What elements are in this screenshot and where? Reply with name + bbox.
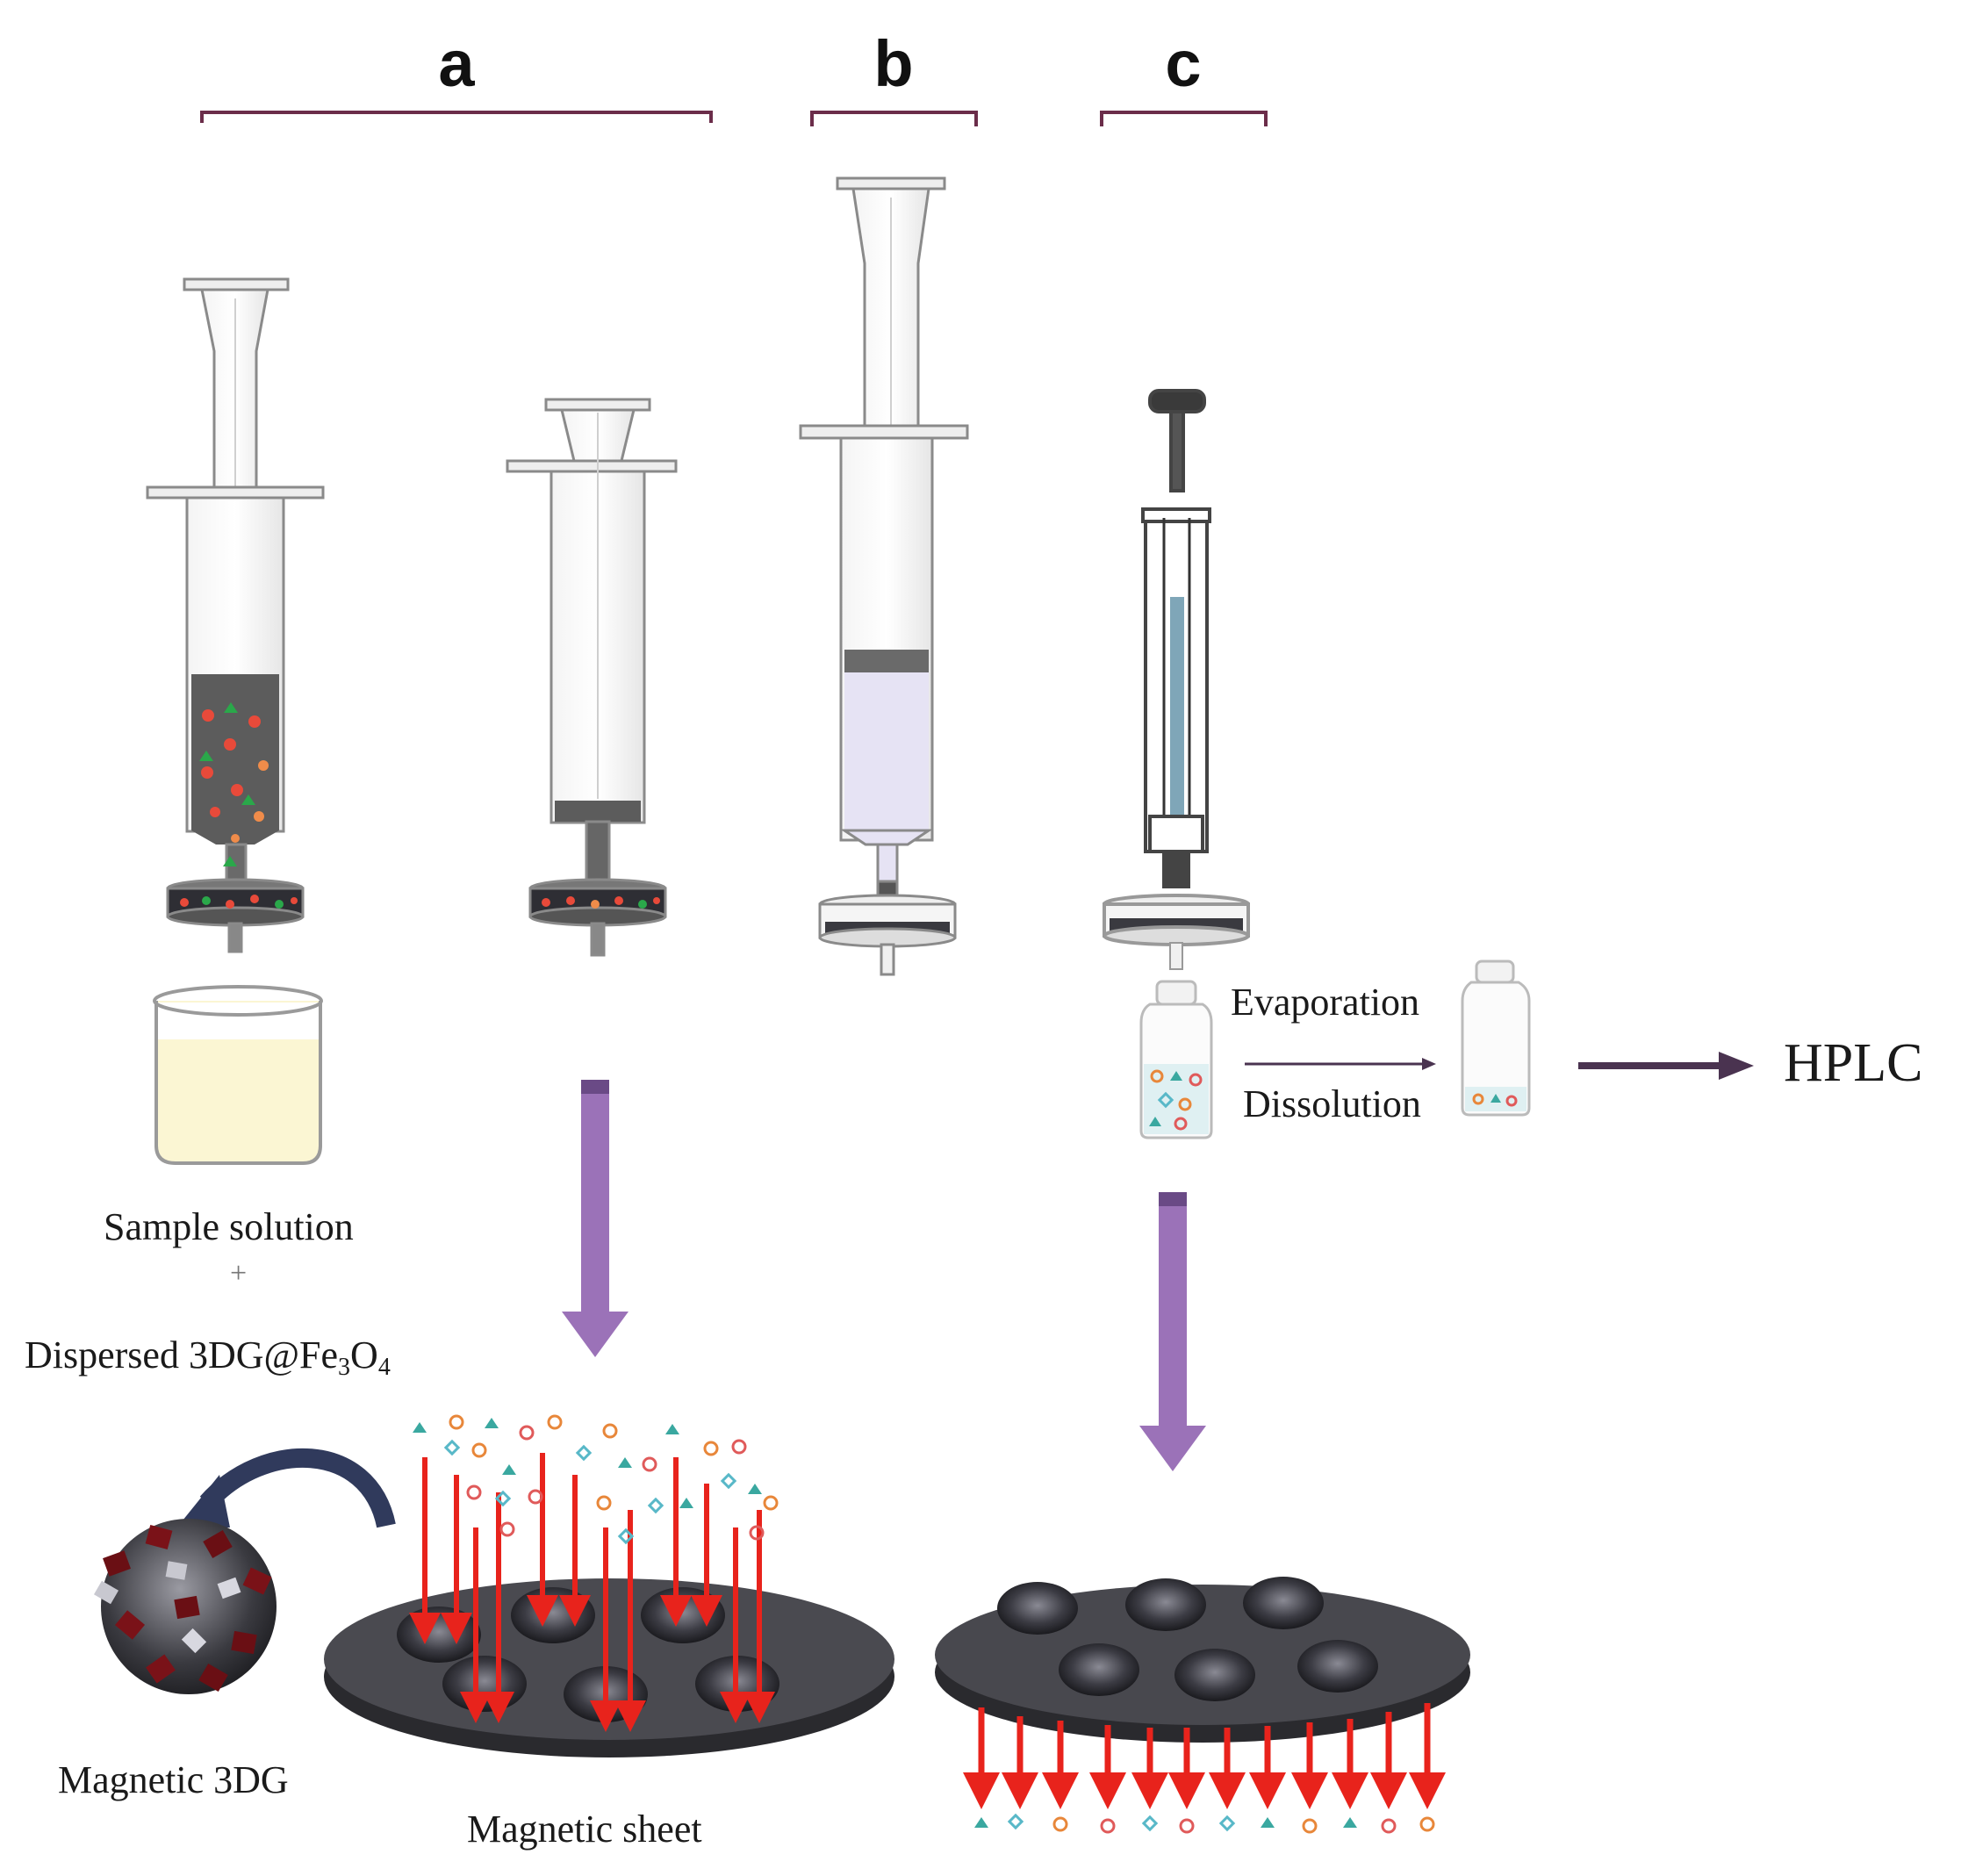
- desorbed-analytes: [974, 1813, 1435, 1834]
- plus-label: +: [230, 1257, 248, 1290]
- evaporation-arrow: [1245, 1058, 1436, 1070]
- bracket-a: [200, 111, 713, 123]
- dispersed-3dg-label: Dispersed 3DG@Fe3O4: [25, 1333, 391, 1381]
- bracket-c: [1100, 111, 1268, 126]
- process-arrow-c: [1139, 1192, 1206, 1471]
- panel-label-a: a: [438, 27, 475, 100]
- magnetic-sheet-label: Magnetic sheet: [467, 1808, 702, 1851]
- magnetic-sheet-adsorption: [324, 1578, 894, 1757]
- magnetic-3dg-particle: [93, 1519, 277, 1694]
- syringe-sample-loading: [146, 277, 325, 953]
- sample-solution-label: Sample solution: [104, 1205, 354, 1248]
- hplc-label: HPLC: [1784, 1033, 1923, 1093]
- dissolution-label: Dissolution: [1243, 1082, 1421, 1125]
- panel-label-b: b: [873, 27, 914, 100]
- reconstituted-vial-analytes: [1472, 1093, 1518, 1107]
- process-arrow-a: [562, 1080, 629, 1357]
- collection-vial: [1139, 980, 1213, 1139]
- syringe-elute-collect: [1103, 389, 1250, 970]
- reconstituted-vial: [1461, 960, 1531, 1117]
- syringe-elution: [799, 176, 969, 976]
- sample-particles: [180, 702, 298, 909]
- curved-return-arrow: [176, 1448, 396, 1529]
- analytes-above-sheet: [413, 1414, 779, 1545]
- syringe-loaded-filter: [506, 398, 678, 957]
- collection-vial-analytes: [1149, 1069, 1203, 1131]
- elution-arrows-down: [963, 1703, 1446, 1809]
- panel-label-c: c: [1165, 27, 1202, 100]
- magnetic-field-arrows-down: [409, 1453, 775, 1732]
- sample-beaker: [153, 985, 323, 1165]
- hplc-arrow: [1578, 1052, 1754, 1080]
- evaporation-label: Evaporation: [1231, 981, 1420, 1024]
- magnetic-3dg-label: Magnetic 3DG: [58, 1758, 289, 1801]
- magnetic-sheet-desorption: [935, 1577, 1470, 1743]
- bracket-b: [810, 111, 978, 126]
- filter-particles-2: [542, 896, 660, 909]
